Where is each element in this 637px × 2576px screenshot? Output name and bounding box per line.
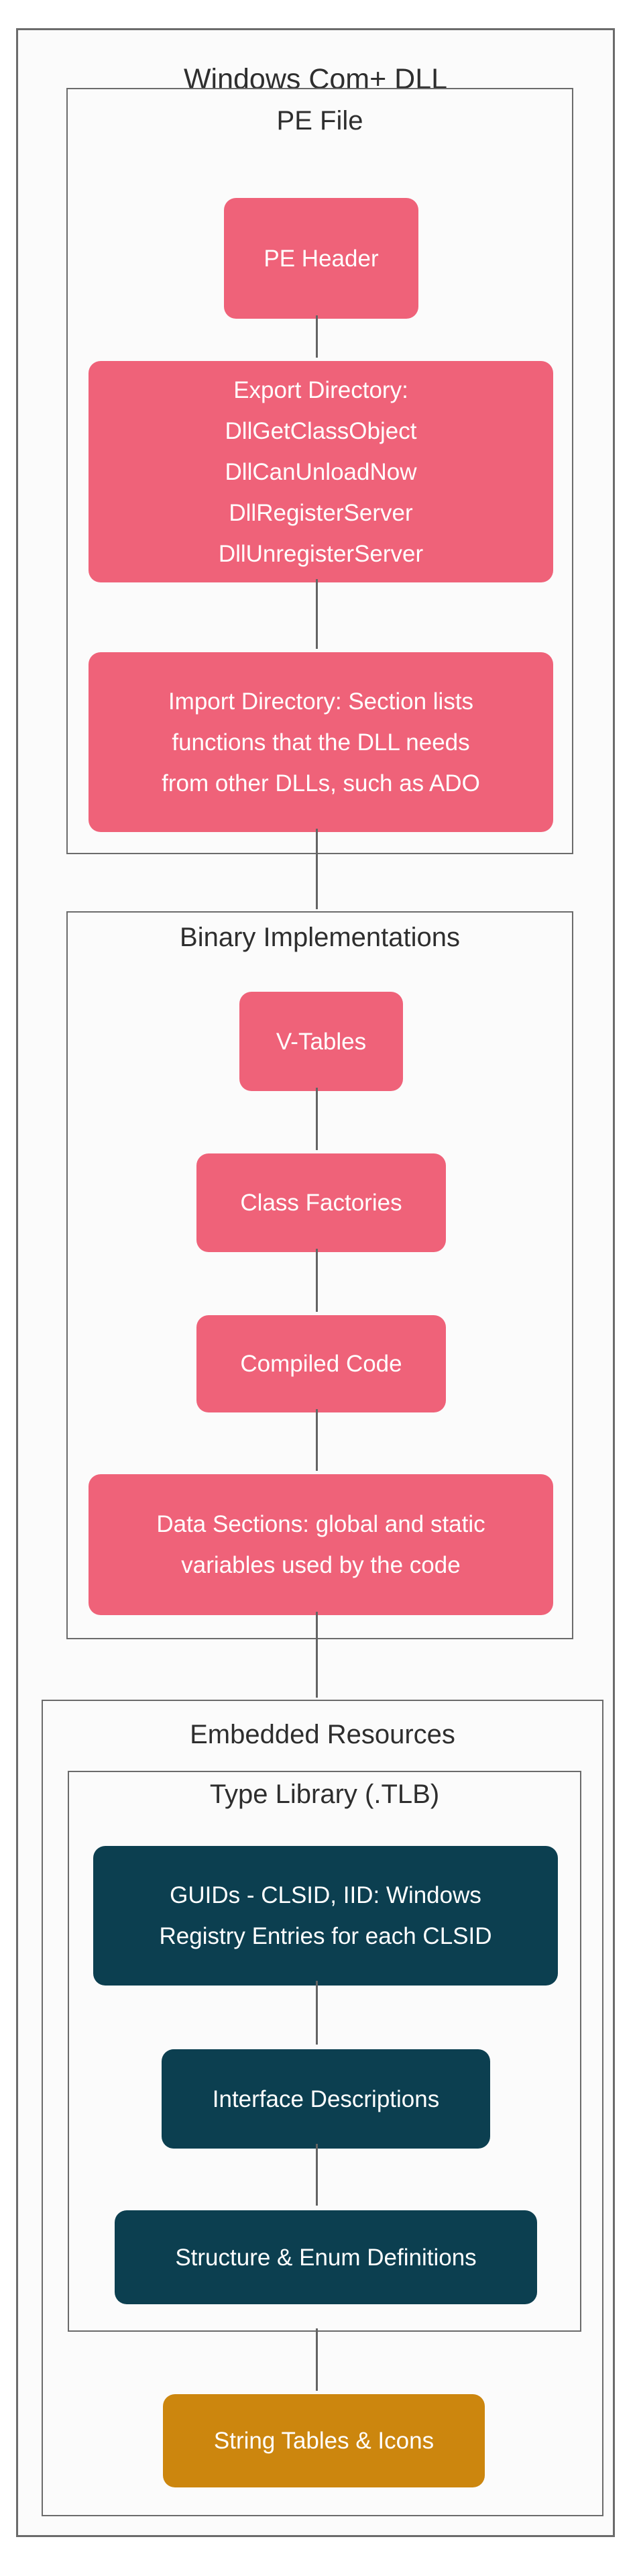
connector-line (316, 1249, 318, 1312)
node-string-tables-icons: String Tables & Icons (163, 2394, 485, 2487)
connector-line (316, 2144, 318, 2206)
group-embedded-resources: Embedded Resources Type Library (.TLB) G… (42, 1700, 603, 2516)
connector-line (316, 2328, 318, 2391)
connector-line (316, 1612, 318, 1698)
node-export-directory: Export Directory: DllGetClassObject DllC… (89, 361, 553, 582)
node-pe-header-label: PE Header (264, 245, 379, 272)
group-binary-implementations: Binary Implementations V-Tables Class Fa… (66, 911, 573, 1639)
node-data-sections: Data Sections: global and static variabl… (89, 1474, 553, 1615)
node-string-tables-icons-label: String Tables & Icons (213, 2428, 435, 2454)
node-pe-header: PE Header (224, 198, 418, 319)
node-class-factories-label: Class Factories (240, 1190, 402, 1216)
node-guids: GUIDs - CLSID, IID: Windows Registry Ent… (93, 1846, 558, 1986)
node-structure-enum-definitions: Structure & Enum Definitions (115, 2210, 537, 2304)
node-export-directory-line: Export Directory: (233, 376, 408, 403)
group-binary-implementations-title: Binary Implementations (180, 923, 460, 952)
group-pe-file: PE File PE Header Export Directory: DllG… (66, 88, 573, 854)
node-interface-descriptions: Interface Descriptions (162, 2049, 490, 2149)
node-export-directory-line: DllRegisterServer (229, 499, 413, 526)
node-import-directory-line: Import Directory: Section lists (168, 688, 474, 715)
node-data-sections-line: Data Sections: global and static (156, 1511, 485, 1537)
node-import-directory-line: functions that the DLL needs (172, 729, 470, 756)
group-type-library-title: Type Library (.TLB) (209, 1780, 440, 1809)
node-data-sections-line: variables used by the code (181, 1552, 461, 1578)
node-interface-descriptions-label: Interface Descriptions (212, 2085, 440, 2112)
node-guids-line: Registry Entries for each CLSID (159, 1923, 492, 1949)
node-guids-line: GUIDs - CLSID, IID: Windows (170, 1882, 481, 1908)
node-import-directory-line: from other DLLs, such as ADO (162, 770, 480, 796)
connector-line (316, 1088, 318, 1150)
connector-line (316, 579, 318, 649)
group-pe-file-title: PE File (276, 106, 363, 136)
node-v-tables: V-Tables (239, 992, 403, 1091)
group-windows-com-dll: Windows Com+ DLL PE File PE Header Expor… (16, 28, 615, 2537)
connector-line (316, 1981, 318, 2045)
group-type-library: Type Library (.TLB) GUIDs - CLSID, IID: … (68, 1771, 581, 2332)
group-embedded-resources-title: Embedded Resources (190, 1720, 455, 1749)
connector-line (316, 1409, 318, 1471)
node-compiled-code: Compiled Code (196, 1315, 446, 1412)
connector-line (316, 829, 318, 909)
node-export-directory-line: DllGetClassObject (225, 417, 417, 444)
node-class-factories: Class Factories (196, 1153, 446, 1252)
node-export-directory-line: DllCanUnloadNow (225, 458, 417, 485)
node-import-directory: Import Directory: Section lists function… (89, 652, 553, 832)
node-v-tables-label: V-Tables (276, 1028, 367, 1055)
connector-line (316, 315, 318, 358)
node-structure-enum-definitions-label: Structure & Enum Definitions (175, 2244, 477, 2271)
node-export-directory-line: DllUnregisterServer (218, 540, 424, 567)
node-compiled-code-label: Compiled Code (240, 1351, 402, 1377)
